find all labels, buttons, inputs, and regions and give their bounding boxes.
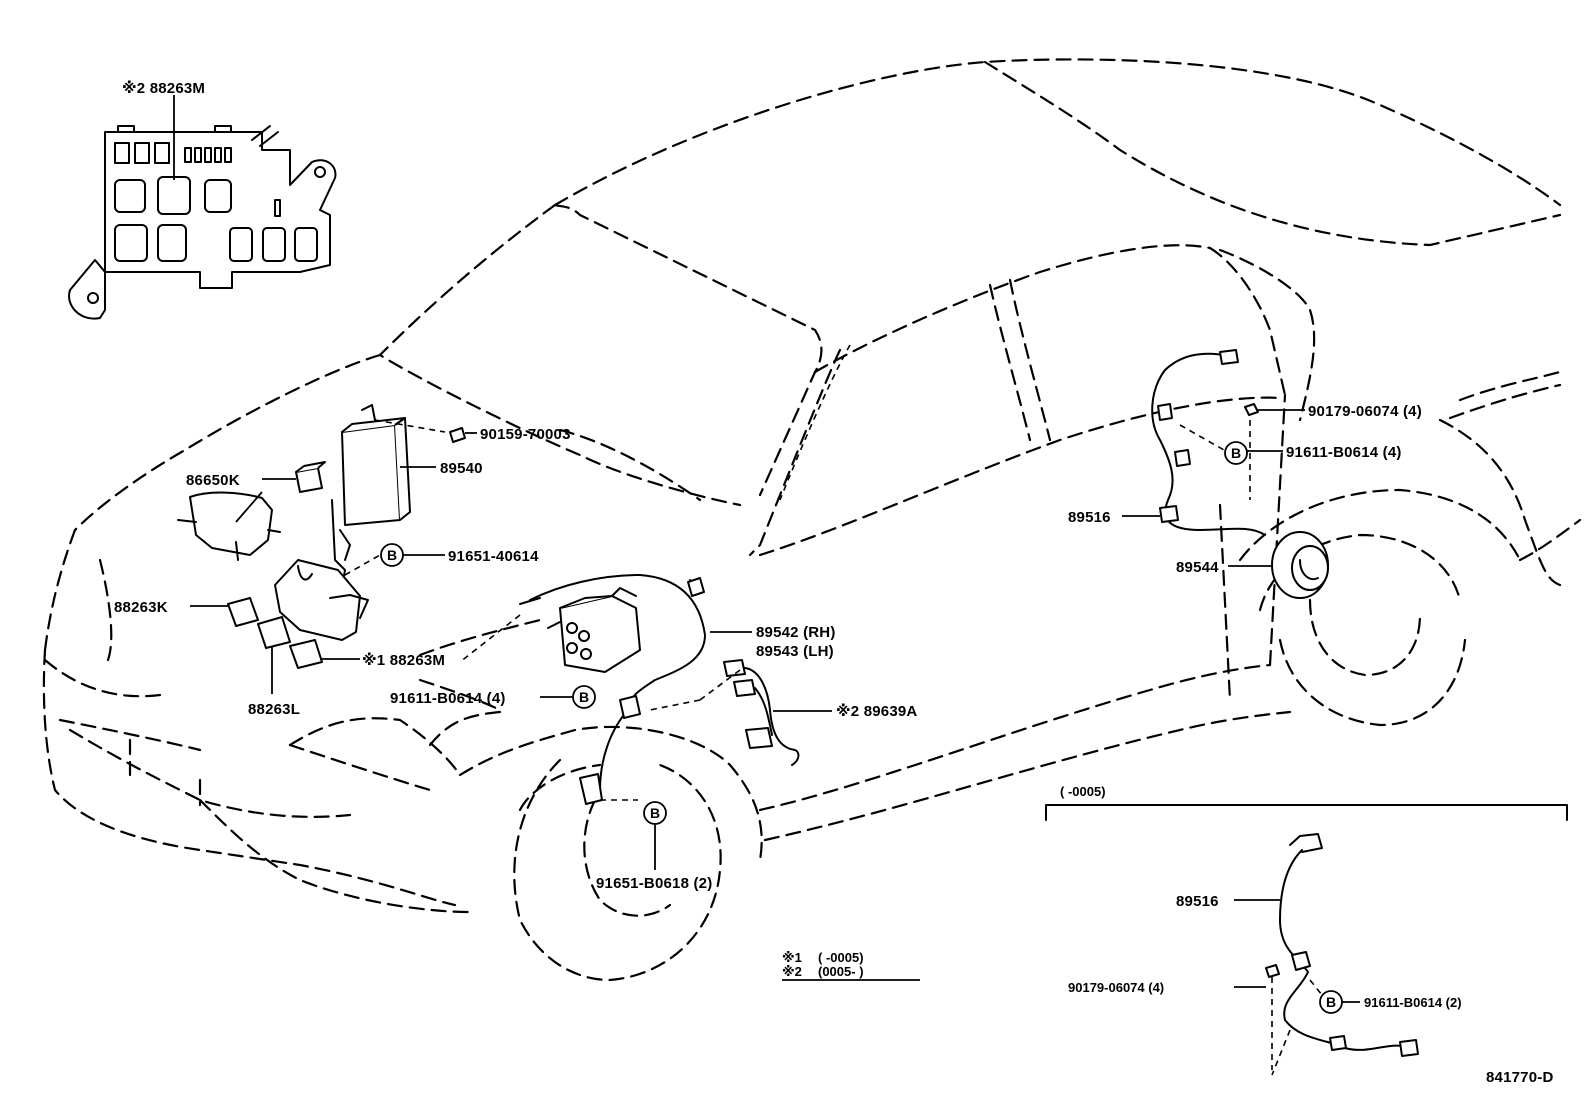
svg-text:B: B (387, 547, 397, 563)
label-relay-88263m-1: ※1 88263M (362, 651, 445, 669)
bolt-marker-b-inset: B (1319, 990, 1360, 1014)
abs-actuator (459, 574, 752, 805)
note-2-mark: ※2 (782, 964, 802, 979)
bolt-marker-b-front-wheel: B (643, 801, 667, 870)
svg-text:B: B (650, 805, 660, 821)
relay-group-front (190, 554, 381, 694)
label-actuator-lh: 89543 (LH) (756, 643, 834, 660)
svg-text:B: B (1231, 445, 1241, 461)
label-bolt-91611-rear: 91611-B0614 (4) (1286, 444, 1402, 461)
bolt-marker-b-rear: B (1224, 441, 1248, 465)
svg-text:B: B (1326, 994, 1336, 1010)
note-1-text: ( -0005) (818, 950, 864, 965)
label-bolt-90159: 90159-70003 (480, 426, 571, 443)
label-inset-range: ( -0005) (1060, 784, 1106, 799)
label-relay-86650k: 86650K (186, 472, 240, 489)
note-2-text: (0005- ) (818, 964, 864, 979)
svg-text:B: B (579, 689, 589, 705)
wire-harness-89639a (649, 659, 832, 766)
inset-panel (1045, 804, 1568, 1076)
label-wire-89639a: ※2 89639A (836, 702, 917, 720)
label-bolt-91611-front: 91611-B0614 (4) (390, 690, 506, 707)
label-relay-88263l: 88263L (248, 701, 300, 718)
label-relay-box-top: ※2 88263M (122, 79, 205, 97)
label-sensor-89516-inset: 89516 (1176, 893, 1219, 910)
label-bolt-91651-40614: 91651-40614 (448, 548, 539, 565)
bolt-marker-b-actuator: B (540, 685, 596, 709)
label-bolt-91611-inset: 91611-B0614 (2) (1364, 995, 1462, 1010)
label-rotor-89544: 89544 (1176, 559, 1219, 576)
relay-86650k (177, 461, 326, 561)
label-relay-88263k: 88263K (114, 599, 168, 616)
ecu-89540 (331, 404, 477, 601)
label-actuator-rh: 89542 (RH) (756, 624, 836, 641)
label-ecu-89540: 89540 (440, 460, 483, 477)
relay-box-88263m (68, 95, 337, 320)
label-nut-90179-rear: 90179-06074 (4) (1308, 403, 1422, 420)
note-1-mark: ※1 (782, 950, 802, 965)
car-body-outline (42, 58, 1582, 982)
rear-sensor-assembly (1122, 349, 1329, 599)
label-bolt-91651-b0618: 91651-B0618 (2) (596, 875, 712, 892)
bolt-marker-b-front-ecu: B (380, 543, 445, 567)
label-sensor-89516-rear: 89516 (1068, 509, 1111, 526)
diagram-id: 841770-D (1486, 1069, 1553, 1086)
label-nut-90179-inset: 90179-06074 (4) (1068, 980, 1164, 995)
